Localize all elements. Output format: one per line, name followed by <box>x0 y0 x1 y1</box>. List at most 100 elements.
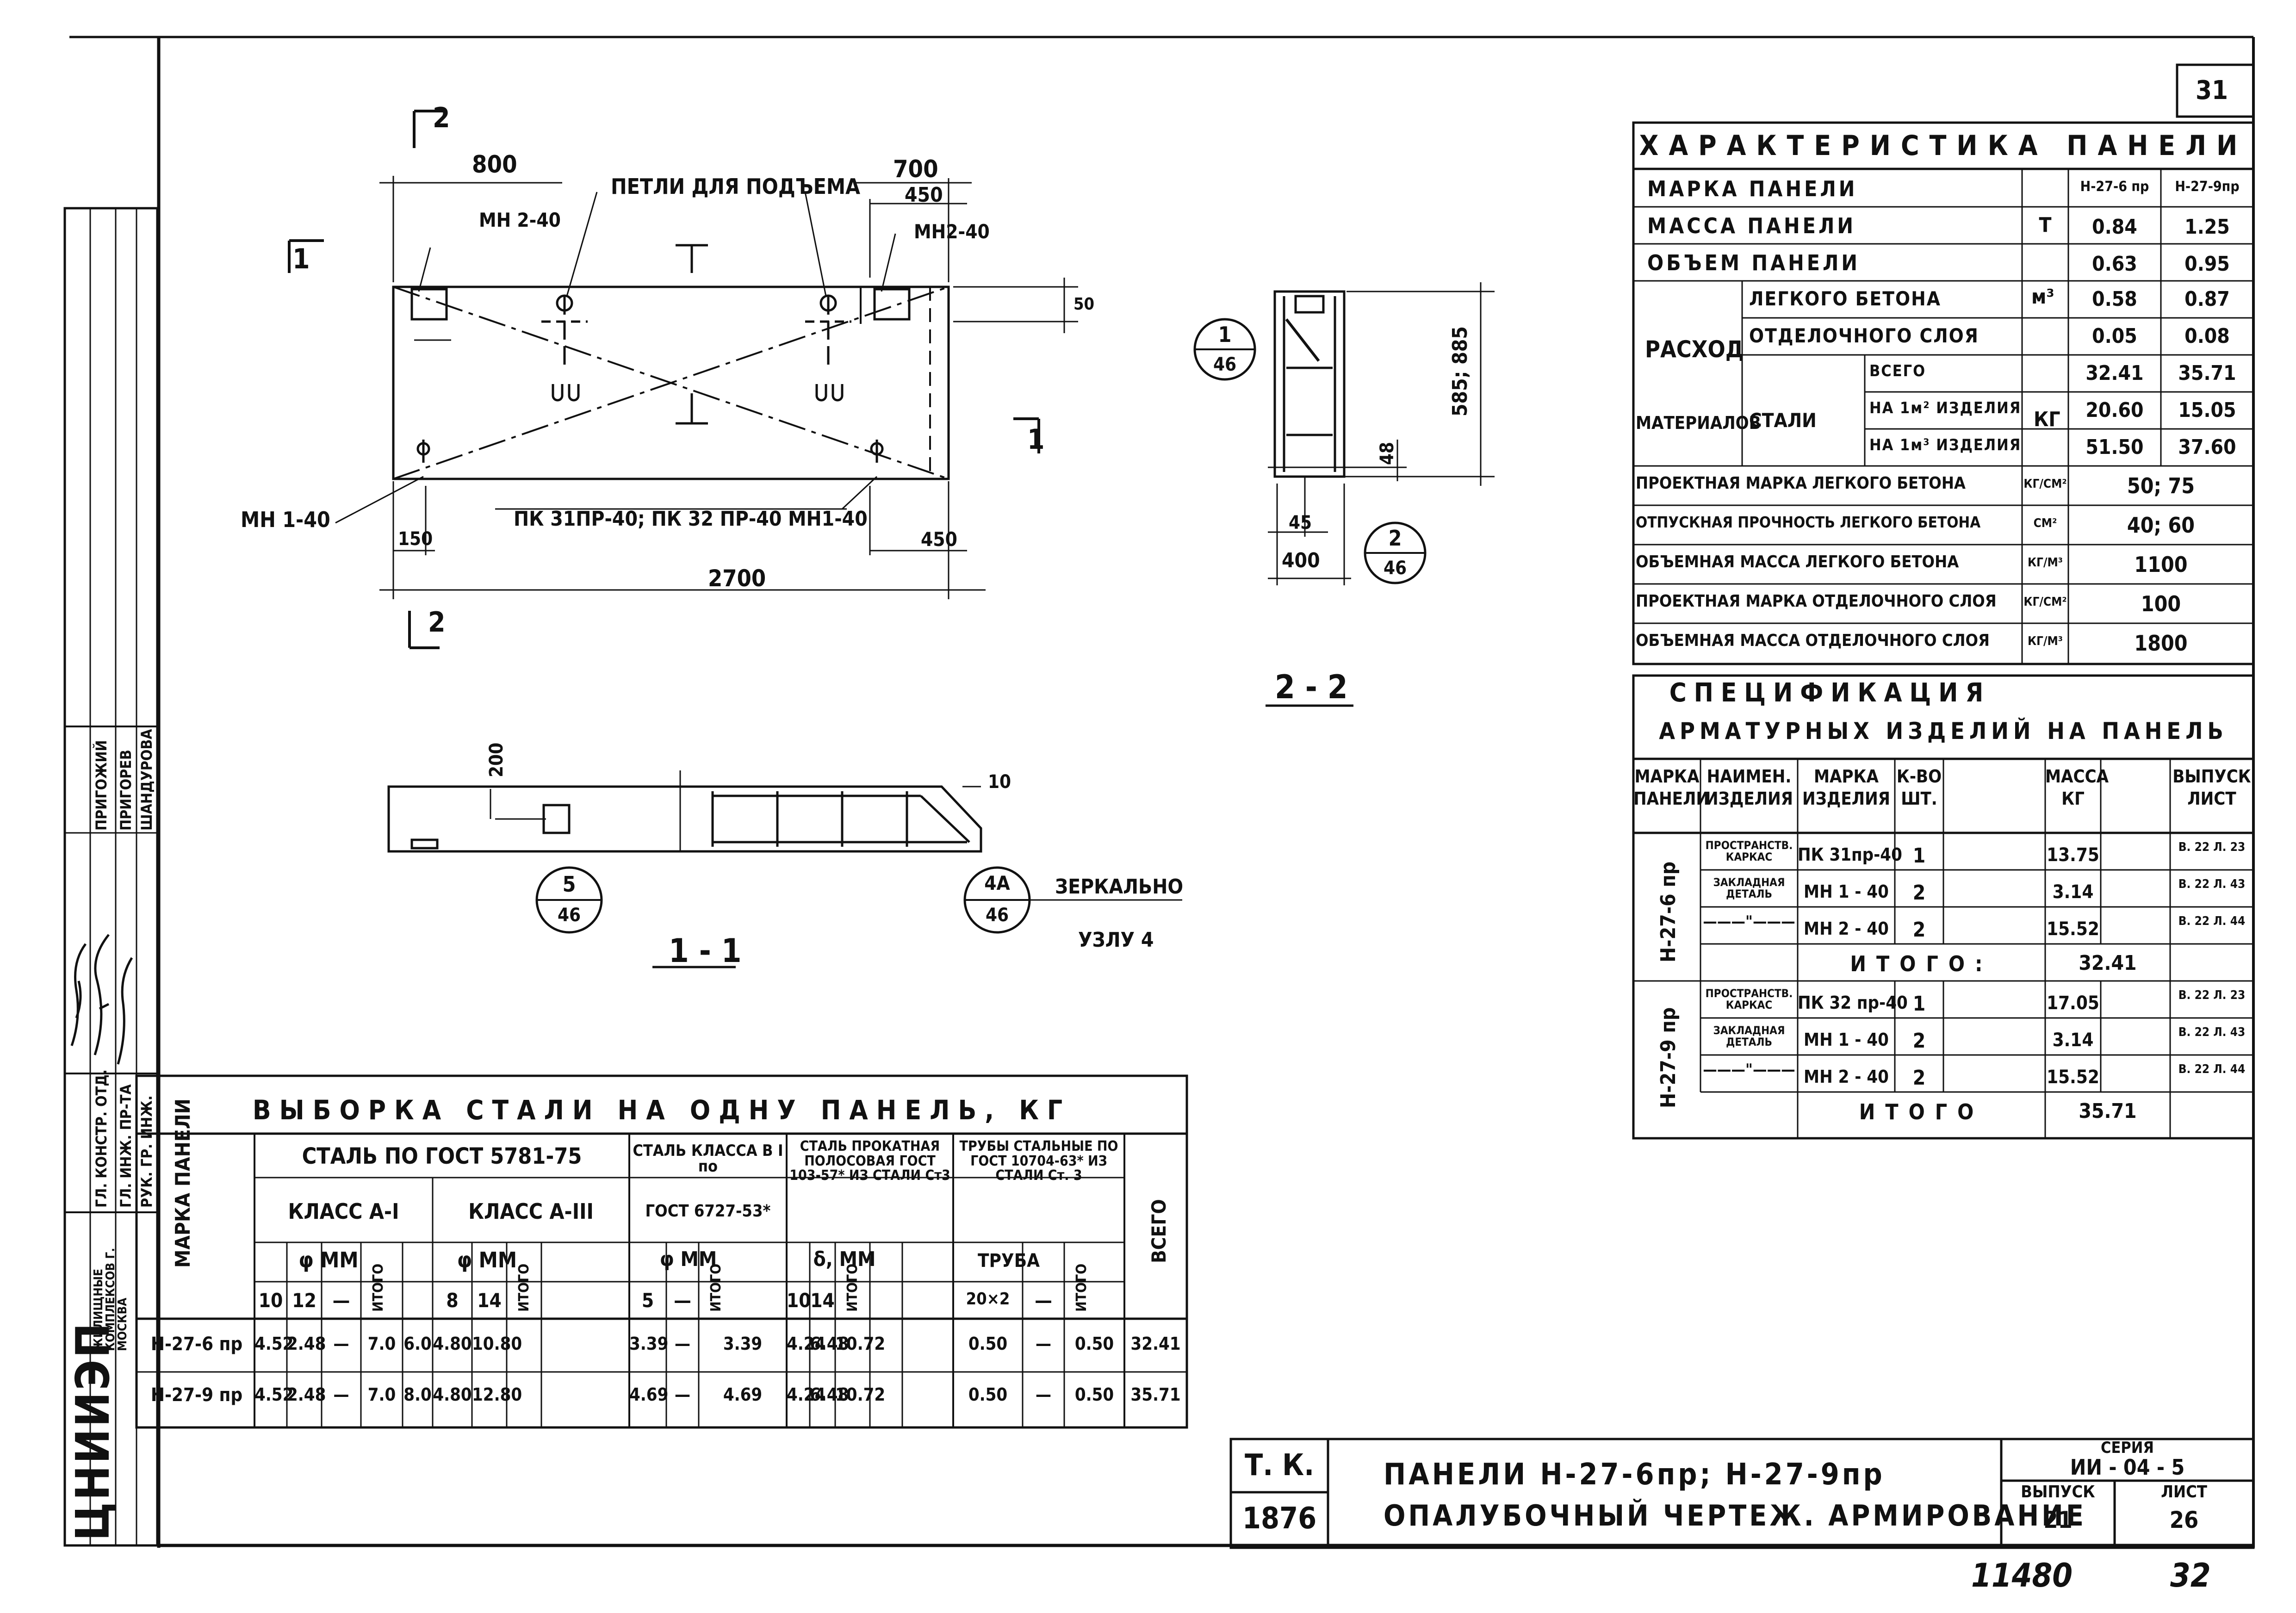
steel-phi-a3: φ ММ <box>457 1247 517 1272</box>
steel-sub-header: 14 <box>810 1289 835 1312</box>
bubble-1-bottom: 46 <box>1213 354 1237 375</box>
spec-item-name: ЗАКЛАДНАЯ ДЕТАЛЬ <box>1713 1024 1785 1049</box>
spec-item-name: ЗАКЛАДНАЯ ДЕТАЛЬ <box>1713 876 1785 901</box>
steel-row-value: 12.80 <box>472 1384 522 1405</box>
stamp-role-2: ГЛ. ИНЖ. ПР-ТА <box>117 1084 135 1208</box>
bubble-5-top: 5 <box>562 872 576 897</box>
steel-class-a1: КЛАСС А-I <box>288 1199 399 1224</box>
dim-585-885: 585; 885 <box>1448 326 1472 416</box>
series-label: СЕРИЯ <box>2101 1439 2154 1457</box>
spec-item-mass: 17.05 <box>2047 993 2099 1014</box>
prop-unit: КГ/СМ² <box>2023 595 2067 609</box>
prop-unit: КГ/М³ <box>2027 556 2063 570</box>
spec-item-sheet: В. 22 Л. 43 <box>2178 877 2246 891</box>
section-2-2-title: 2 - 2 <box>1275 668 1348 706</box>
steel-sub-header: 20×2 <box>966 1290 1010 1309</box>
dim-2700: 2700 <box>708 565 766 592</box>
spec-header: ВЫПУСК ЛИСТ <box>2172 766 2251 809</box>
consumption-a: 20.60 <box>2085 398 2144 422</box>
spec-item-mark: ПК 32 пр-40 <box>1798 993 1908 1013</box>
spec-total-value: 35.71 <box>2079 1099 2137 1123</box>
bubble-4a-bottom: 46 <box>985 905 1009 926</box>
sheet-number: 31 <box>2196 75 2228 105</box>
spec-header: МАРКА ПАНЕЛИ <box>1633 766 1710 809</box>
consumption-a: 32.41 <box>2085 361 2144 385</box>
prop-val: 1800 <box>2134 631 2188 656</box>
steel-row-value: 4.24 <box>787 1384 826 1405</box>
spec-item-sheet: В. 22 Л. 44 <box>2178 914 2246 928</box>
spec-item-name: ПРОСТРАНСТВ. КАРКАС <box>1705 839 1793 864</box>
title-block-num: 1876 <box>1242 1501 1317 1536</box>
prop-unit: КГ/СМ² <box>2023 477 2067 491</box>
dim-45: 45 <box>1289 512 1312 534</box>
prop-label: ПРОЕКТНАЯ МАРКА ОТДЕЛОЧНОГО СЛОЯ <box>1636 592 1997 611</box>
steel-pipe: ТРУБА <box>978 1250 1040 1272</box>
steel-delta: δ, ММ <box>813 1247 876 1271</box>
char-row-unit: Т <box>2039 213 2052 237</box>
spec-item-mark: МН 1 - 40 <box>1804 1030 1889 1050</box>
steel-sub-header: — <box>674 1289 691 1312</box>
spec-header: МАРКА ИЗДЕЛИЯ <box>1802 766 1891 809</box>
steel-sub-header: — <box>1035 1289 1052 1312</box>
steel-row-value: 4.52 <box>254 1384 294 1405</box>
dim-50: 50 <box>1074 295 1095 314</box>
pk-label: ПК 31ПР-40; ПК 32 ПР-40 МН1-40 <box>514 507 868 531</box>
stamp-role-3: РУК. ГР. ИНЖ. <box>138 1095 155 1208</box>
steel-row-value: 0.50 <box>1074 1384 1114 1405</box>
steel-sub-header: 10 <box>787 1289 811 1312</box>
consumption-b: 35.71 <box>2178 361 2236 385</box>
steel-row-mark: Н-27-9 пр <box>150 1384 243 1406</box>
steel-row-value: — <box>674 1334 691 1354</box>
sheet-label: ЛИСТ <box>2161 1483 2207 1501</box>
lifting-loops-label: ПЕТЛИ ДЛЯ ПОДЪЕМА <box>611 174 861 199</box>
series-value: ИИ - 04 - 5 <box>2070 1455 2185 1480</box>
spec-panel-mark: Н-27-9 пр <box>1657 1007 1680 1108</box>
mn140-label: МН 1-40 <box>241 507 330 532</box>
char-row-label: ОБЪЕМ ПАНЕЛИ <box>1647 250 1861 275</box>
steel-sub-header: 8 <box>446 1289 459 1312</box>
steel-row-value: 0.50 <box>968 1334 1008 1354</box>
title-block-line2: ОПАЛУБОЧНЫЙ ЧЕРТЕЖ. АРМИРОВАНИЕ <box>1384 1499 2086 1532</box>
consumption-a: 51.50 <box>2085 435 2144 459</box>
spec-item-name: ———"——— <box>1703 912 1795 931</box>
steel-row-value: 4.69 <box>723 1384 763 1405</box>
steel-row-value: 2.48 <box>287 1384 326 1405</box>
consumption-label: НА 1м² ИЗДЕЛИЯ <box>1869 399 2022 417</box>
steel-row-value: 4.80 <box>433 1384 472 1405</box>
consumption-label: НА 1м³ ИЗДЕЛИЯ <box>1869 436 2022 454</box>
spec-item-qty: 1 <box>1912 844 1926 868</box>
prop-val: 50; 75 <box>2127 473 2195 498</box>
mn240-left-label: МН 2-40 <box>479 209 561 231</box>
bubble-1-top: 1 <box>1218 322 1232 347</box>
prop-val: 40; 60 <box>2127 513 2195 538</box>
steel-row-value: 6.0 <box>403 1334 432 1354</box>
steel-title: ВЫБОРКА СТАЛИ НА ОДНУ ПАНЕЛЬ, КГ <box>252 1094 1071 1126</box>
issue-value: 21 <box>2043 1507 2073 1533</box>
node-label: УЗЛУ 4 <box>1078 928 1154 952</box>
steel-row-value: — <box>333 1334 349 1354</box>
issue-label: ВЫПУСК <box>2021 1483 2095 1501</box>
consumption-label-2: МАТЕРИАЛОВ <box>1636 413 1761 433</box>
steel-sub-header: 10 <box>258 1289 283 1312</box>
steel-label: СТАЛИ <box>1749 409 1817 432</box>
footer-number-right: 32 <box>2170 1557 2211 1594</box>
spec-item-qty: 1 <box>1912 992 1926 1016</box>
unit-m3: м³ <box>2031 285 2054 309</box>
section-1-1-title: 1 - 1 <box>669 932 742 970</box>
steel-row-value: 3.39 <box>629 1334 669 1354</box>
steel-itogo-header: ИТОГО <box>708 1263 724 1312</box>
steel-row-value: 4.52 <box>254 1334 294 1354</box>
steel-class-a3: КЛАСС А-III <box>468 1199 594 1224</box>
title-block-line1: ПАНЕЛИ Н-27-6пр; Н-27-9пр <box>1384 1458 1885 1492</box>
spec-item-mark: МН 2 - 40 <box>1804 1067 1889 1087</box>
steel-row-value: 4.80 <box>433 1334 472 1354</box>
dim-400: 400 <box>1282 549 1320 572</box>
bubble-2-bottom: 46 <box>1383 558 1407 579</box>
dim-450-bot: 450 <box>921 528 957 551</box>
spec-item-mass: 3.14 <box>2052 881 2094 903</box>
signatures <box>70 934 133 1065</box>
steel-row-value: — <box>1035 1334 1052 1354</box>
steel-sub-header: 12 <box>292 1289 316 1312</box>
steel-row-value: 6.48 <box>810 1384 849 1405</box>
spec-item-qty: 2 <box>1912 1029 1926 1053</box>
